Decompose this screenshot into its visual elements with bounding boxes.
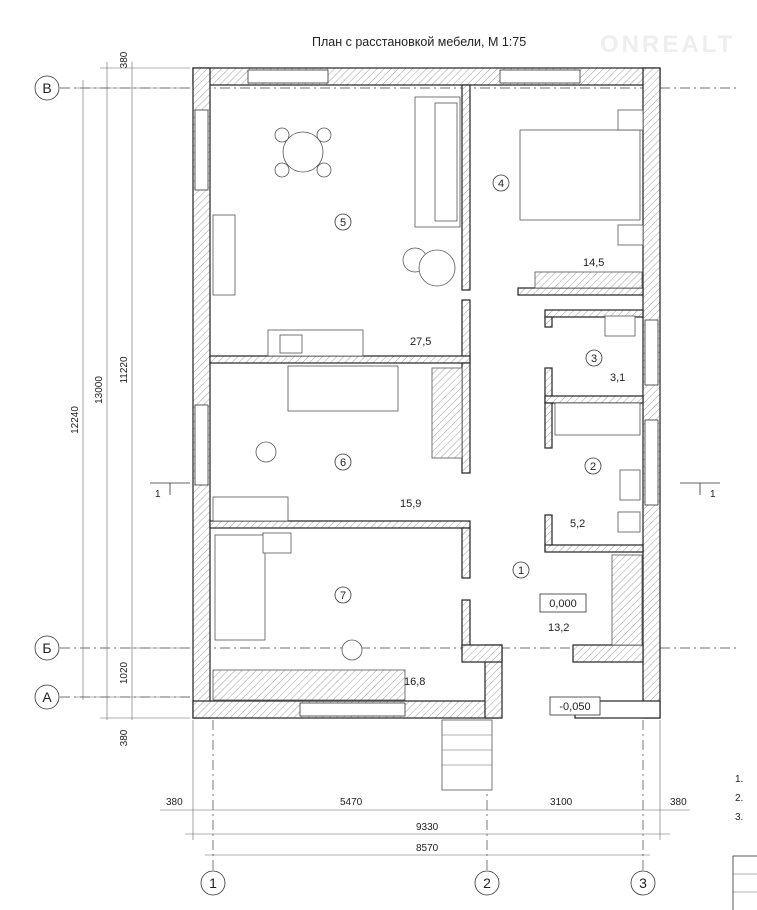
svg-text:7: 7 xyxy=(340,590,346,602)
svg-text:1: 1 xyxy=(155,489,161,500)
svg-text:1020: 1020 xyxy=(119,661,130,684)
svg-text:9330: 9330 xyxy=(416,822,439,833)
windows xyxy=(194,69,659,717)
room-labels: 113,2 25,2 33,1 414,5 527,5 615,9 716,8 xyxy=(334,174,625,688)
svg-text:2: 2 xyxy=(483,875,491,891)
svg-text:27,5: 27,5 xyxy=(410,336,431,348)
level-marks: 0,000 -0,050 xyxy=(539,593,601,716)
svg-text:2.: 2. xyxy=(735,793,743,804)
room-2: 25,2 xyxy=(570,457,602,530)
room-7: 716,8 xyxy=(334,586,425,688)
left-dimensions: 12240 13000 11220 380 1020 380 xyxy=(70,51,190,746)
furniture xyxy=(212,96,644,791)
svg-text:13,2: 13,2 xyxy=(548,622,569,634)
svg-text:1: 1 xyxy=(209,875,217,891)
svg-text:В: В xyxy=(42,80,51,96)
svg-text:5470: 5470 xyxy=(340,797,363,808)
svg-text:5,2: 5,2 xyxy=(570,518,585,530)
svg-text:13000: 13000 xyxy=(94,376,105,404)
watermark: ONREALT xyxy=(600,31,735,58)
svg-text:4: 4 xyxy=(498,178,504,190)
svg-text:5: 5 xyxy=(340,217,346,229)
plan-title: План с расстановкой мебели, М 1:75 xyxy=(312,35,526,49)
svg-text:380: 380 xyxy=(119,729,130,746)
svg-text:3100: 3100 xyxy=(550,797,573,808)
svg-text:3,1: 3,1 xyxy=(610,372,625,384)
legend: 1. 2. 3. xyxy=(732,774,757,910)
svg-text:3.: 3. xyxy=(735,812,743,823)
svg-text:380: 380 xyxy=(119,51,130,68)
svg-text:1.: 1. xyxy=(735,774,743,785)
svg-text:16,8: 16,8 xyxy=(404,676,425,688)
svg-text:8570: 8570 xyxy=(416,843,439,854)
svg-text:380: 380 xyxy=(166,797,183,808)
room-6: 615,9 xyxy=(334,453,421,510)
svg-text:14,5: 14,5 xyxy=(583,257,604,269)
svg-text:3: 3 xyxy=(591,353,597,365)
svg-text:1: 1 xyxy=(518,565,524,577)
svg-text:6: 6 xyxy=(340,457,346,469)
svg-text:3: 3 xyxy=(639,875,647,891)
svg-text:0,000: 0,000 xyxy=(549,598,577,610)
svg-text:Б: Б xyxy=(42,640,51,656)
svg-text:2: 2 xyxy=(590,461,596,473)
section-marks: 1 1 xyxy=(150,482,720,500)
room-1: 113,2 xyxy=(512,561,569,634)
room-4: 414,5 xyxy=(492,174,604,269)
svg-text:12240: 12240 xyxy=(70,406,81,434)
svg-text:-0,050: -0,050 xyxy=(559,701,590,713)
svg-text:1: 1 xyxy=(710,489,716,500)
svg-text:11220: 11220 xyxy=(119,356,130,384)
room-3: 33,1 xyxy=(585,349,625,384)
axis-bubbles: В Б А 1 2 3 xyxy=(34,75,656,896)
svg-text:А: А xyxy=(42,689,52,705)
bottom-dimensions: 380 5470 3100 380 9330 8570 xyxy=(160,720,690,856)
svg-text:15,9: 15,9 xyxy=(400,498,421,510)
room-5: 527,5 xyxy=(334,213,431,348)
svg-text:380: 380 xyxy=(670,797,687,808)
